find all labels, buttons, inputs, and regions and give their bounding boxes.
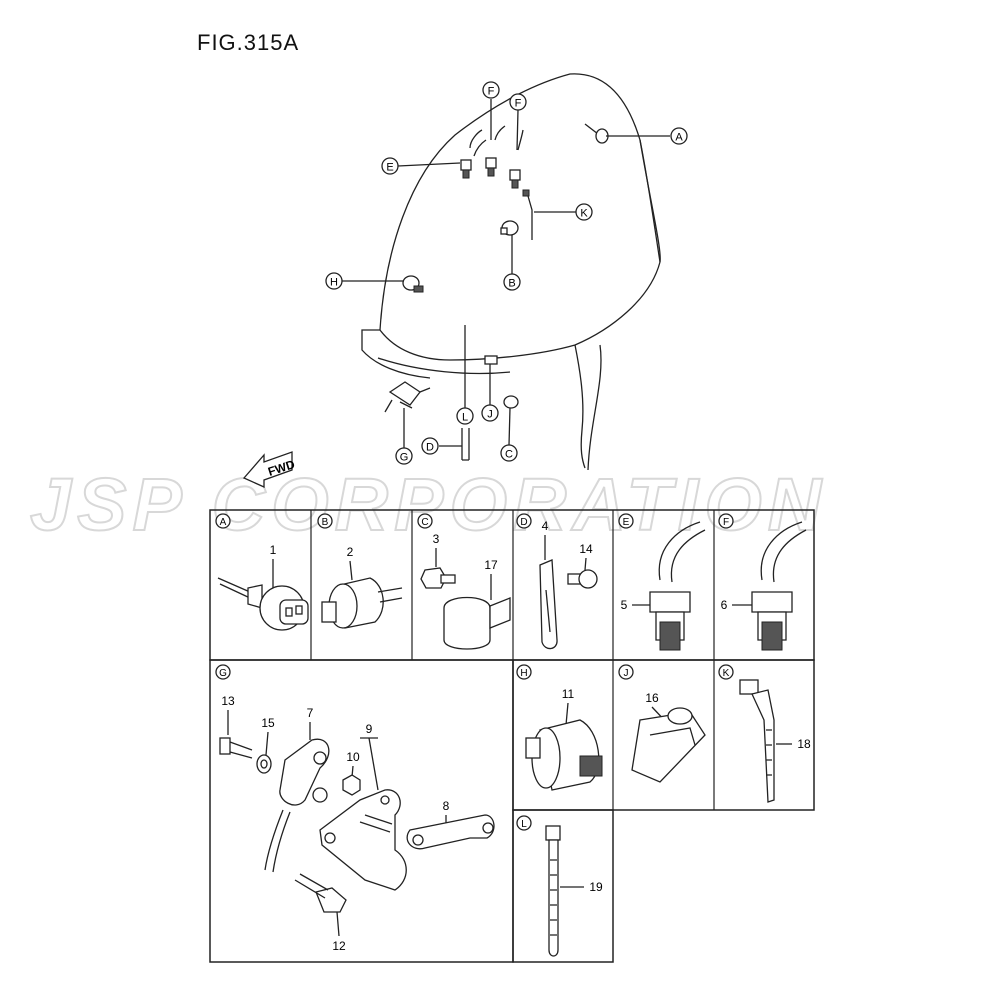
- svg-text:F: F: [515, 98, 522, 110]
- part-number: 4: [542, 519, 549, 533]
- part-number: 15: [261, 716, 275, 730]
- svg-text:H: H: [330, 277, 338, 289]
- svg-text:L: L: [462, 412, 468, 424]
- part-number: 5: [621, 598, 628, 612]
- panel-letter: J: [624, 668, 629, 679]
- panel-letter: H: [520, 668, 527, 679]
- part-number: 14: [579, 542, 593, 556]
- figure-title: FIG.315A: [197, 30, 300, 55]
- panel-K: K 18: [718, 664, 811, 803]
- panel-letter: E: [623, 517, 630, 528]
- panel-L: L 19: [516, 815, 603, 957]
- svg-text:C: C: [505, 449, 513, 461]
- overview-leaders: [342, 99, 670, 448]
- panel-letter: C: [421, 517, 428, 528]
- svg-text:E: E: [386, 162, 393, 174]
- engine-outline: [361, 73, 661, 471]
- callout-F-1: F: [482, 81, 500, 99]
- panel-letter: G: [219, 668, 227, 679]
- svg-text:G: G: [400, 452, 409, 464]
- svg-text:F: F: [488, 86, 495, 98]
- part-number: 18: [797, 737, 811, 751]
- part-number: 17: [484, 558, 498, 572]
- panel-letter: K: [723, 668, 730, 679]
- svg-text:D: D: [426, 442, 434, 454]
- watermark: JSP CORPORATION: [29, 462, 828, 547]
- callout-F-2: F: [509, 93, 527, 111]
- part-number: 8: [443, 799, 450, 813]
- part-number: 16: [645, 691, 659, 705]
- part-number: 10: [346, 750, 360, 764]
- panel-J: J 16: [618, 664, 706, 783]
- detail-grid: [209, 509, 815, 963]
- panel-E: E 5: [618, 513, 706, 651]
- callout-A: A: [670, 127, 688, 145]
- part-number: 6: [721, 598, 728, 612]
- panel-letter: D: [520, 517, 527, 528]
- callout-H: H: [325, 272, 343, 290]
- svg-text:B: B: [508, 278, 515, 290]
- callout-G: G: [395, 447, 413, 465]
- part-number: 1: [270, 543, 277, 557]
- callout-C: C: [500, 444, 518, 462]
- panel-letter: B: [322, 517, 329, 528]
- callout-K: K: [575, 203, 593, 221]
- panel-H: H 11: [516, 664, 603, 791]
- panel-letter: F: [723, 517, 729, 528]
- callout-J: J: [481, 404, 499, 422]
- part-number: 7: [307, 706, 314, 720]
- part-number: 3: [433, 532, 440, 546]
- panel-letter: L: [521, 819, 527, 830]
- fwd-arrow: FWD: [242, 451, 297, 489]
- part-number: 2: [347, 545, 354, 559]
- part-number: 13: [221, 694, 235, 708]
- panel-C: C 3 17: [417, 513, 511, 650]
- overview-parts: FWD: [242, 123, 609, 489]
- svg-text:A: A: [675, 132, 683, 144]
- panel-letter: A: [220, 517, 227, 528]
- part-number: 11: [562, 687, 575, 701]
- svg-text:J: J: [487, 409, 493, 421]
- callout-D: D: [421, 437, 439, 455]
- callout-E: E: [381, 157, 399, 175]
- panel-F: F 6: [718, 513, 807, 651]
- svg-text:K: K: [580, 208, 588, 220]
- part-number: 19: [589, 880, 603, 894]
- callout-L: L: [456, 407, 474, 425]
- panel-G: G 13 15 7 9 10 8 12: [215, 664, 495, 953]
- callout-B: B: [503, 273, 521, 291]
- part-number: 12: [332, 939, 346, 953]
- panel-A: A 1: [215, 513, 309, 631]
- overview-callouts: E F F A K B H L J C D G: [325, 81, 688, 465]
- panel-B: B 2: [317, 513, 403, 629]
- panel-D: D 4 14: [516, 513, 598, 650]
- part-number: 9: [366, 722, 373, 736]
